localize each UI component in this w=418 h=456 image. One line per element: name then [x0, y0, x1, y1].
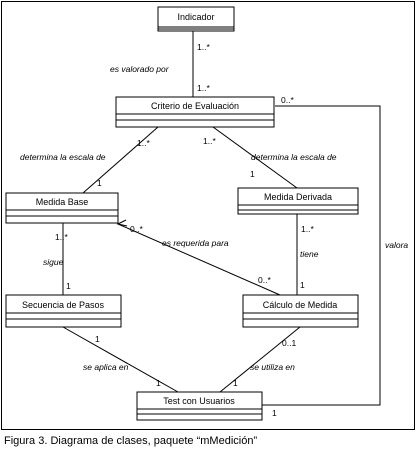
mult-base-sec-base: 1..* — [55, 232, 68, 242]
mult-base-sec-sec: 1 — [66, 281, 71, 291]
navigability-arrow — [116, 219, 128, 227]
mult-crit-base-base: 1 — [97, 178, 102, 188]
assoc-criterio-medida-derivada — [212, 126, 298, 189]
mult-base-calc-base: 0..* — [130, 224, 143, 234]
mult-calc-test-test: 1 — [233, 378, 238, 388]
mult-deriv-calc-deriv: 1..* — [301, 224, 314, 234]
mult-crit-test-crit: 0..* — [281, 95, 294, 105]
assoc-medida-base-calculo — [117, 223, 281, 296]
class-criterio-de-evaluacion: Criterio de Evaluación — [115, 96, 275, 128]
role-es-requerida-para: es requerida para — [162, 238, 229, 248]
figure-frame — [1, 1, 415, 430]
mult-sec-test-sec: 1 — [95, 334, 100, 344]
role-es-valorado-por: es valorado por — [110, 64, 170, 74]
mult-crit-deriv-crit: 1..* — [203, 136, 216, 146]
class-calculo-de-medida: Cálculo de Medida — [242, 294, 359, 328]
mult-ind-crit-top: 1..* — [197, 42, 210, 52]
mult-calc-test-calc: 0..1 — [282, 338, 296, 348]
class-secuencia-name: Secuencia de Pasos — [22, 300, 105, 310]
mult-deriv-calc-calc: 1 — [300, 280, 305, 290]
class-test-name: Test con Usuarios — [163, 396, 235, 406]
role-valora: valora — [385, 240, 408, 250]
role-tiene: tiene — [300, 249, 319, 259]
mult-crit-deriv-deriv: 1 — [250, 169, 255, 179]
assoc-secuencia-test — [62, 326, 179, 393]
class-test-con-usuarios: Test con Usuarios — [136, 391, 263, 421]
assoc-criterio-medida-base — [82, 126, 159, 194]
mult-ind-crit-bottom: 1..* — [197, 83, 210, 93]
role-sigue: sigue — [43, 257, 64, 267]
class-calculo-name: Cálculo de Medida — [263, 300, 338, 310]
role-determina-escala-derivada: determina la escala de — [251, 152, 337, 162]
assoc-calculo-test — [219, 326, 301, 393]
class-indicador-name: Indicador — [177, 12, 214, 22]
class-medida-derivada: Medida Derivada — [237, 187, 359, 215]
role-se-utiliza-en: se utiliza en — [250, 362, 295, 372]
class-criterio-name: Criterio de Evaluación — [151, 101, 239, 111]
mult-crit-test-test: 1 — [272, 408, 277, 418]
class-medida-base: Medida Base — [5, 192, 119, 224]
class-secuencia-de-pasos: Secuencia de Pasos — [5, 294, 122, 328]
class-indicador: Indicador — [157, 6, 235, 32]
class-medida-derivada-name: Medida Derivada — [264, 192, 332, 202]
role-determina-escala-base: determina la escala de — [20, 152, 106, 162]
mult-base-calc-calc: 0..* — [258, 275, 271, 285]
role-se-aplica-en: se aplica en — [83, 362, 129, 372]
assoc-criterio-test — [262, 105, 381, 406]
figure-caption: Figura 3. Diagrama de clases, paquete “m… — [4, 435, 258, 447]
mult-sec-test-test: 1 — [156, 378, 161, 388]
mult-crit-base-crit: 1..* — [137, 138, 150, 148]
class-medida-base-name: Medida Base — [36, 197, 89, 207]
